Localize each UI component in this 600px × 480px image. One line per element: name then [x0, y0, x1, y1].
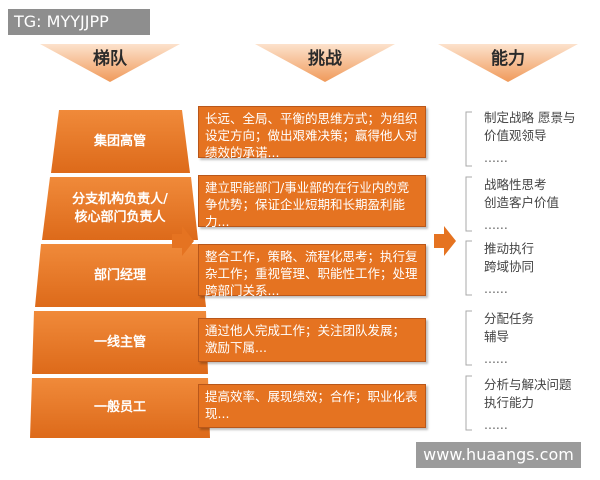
- ability-group-2: 战略性思考 创造客户价值 ......: [484, 176, 559, 234]
- ability-more: ......: [484, 417, 508, 432]
- ability-line: 创造客户价值: [484, 195, 560, 210]
- ability-line: 分析与解决问题: [484, 377, 572, 392]
- ability-group-4: 分配任务 辅导 ......: [484, 310, 534, 368]
- ability-group-3: 推动执行 跨域协同 ......: [484, 240, 534, 298]
- ability-line: 价值观领导: [484, 128, 547, 143]
- ability-line: 执行能力: [484, 395, 535, 410]
- watermark: www.huaangs.com: [416, 442, 581, 468]
- tier-shape-1: [51, 110, 190, 173]
- abilities-header-chevron: [438, 44, 578, 82]
- ability-line: 制定战略 愿景与: [484, 110, 576, 125]
- challenge-box-5: 提高效率、展现绩效；合作；职业化表现...: [198, 384, 426, 428]
- tier-label-4: 一线主管: [93, 334, 146, 350]
- ability-brackets: [465, 111, 472, 431]
- ability-line: 辅导: [484, 329, 510, 344]
- tiers-header-chevron: [40, 44, 180, 82]
- tier-shape-5: [30, 378, 210, 438]
- ability-more: ......: [484, 351, 508, 366]
- ability-group-1: 制定战略 愿景与 价值观领导 ......: [484, 109, 575, 167]
- tier-label-2: 分支机构负责人/ 核心部门负责人: [72, 191, 168, 225]
- abilities-header: 能力: [491, 49, 525, 69]
- tier-label-1: 集团高管: [93, 133, 146, 149]
- ability-line: 跨域协同: [484, 259, 535, 274]
- ability-more: ......: [484, 217, 508, 232]
- tier-shape-3: [35, 244, 206, 307]
- tier-shape-4: [32, 311, 208, 374]
- tier-label-3: 部门经理: [93, 267, 146, 283]
- ability-line: 分配任务: [484, 311, 535, 326]
- challenges-header: 挑战: [308, 49, 342, 69]
- ability-more: ......: [484, 281, 508, 296]
- ability-line: 推动执行: [484, 241, 535, 256]
- ability-more: ......: [484, 150, 508, 165]
- tier-pyramid: [30, 110, 210, 438]
- challenges-header-chevron: [255, 44, 395, 82]
- tag-label: TG: MYYJJPP: [8, 9, 150, 35]
- challenge-box-2: 建立职能部门/事业部的在行业内的竞争优势；保证企业短期和长期盈利能力...: [198, 175, 426, 229]
- challenge-box-3: 整合工作，策略、流程化思考；执行复杂工作；重视管理、职能性工作；处理跨部门关系.…: [198, 244, 426, 298]
- challenge-box-1: 长远、全局、平衡的思维方式；为组织设定方向；做出艰难决策；赢得他人对绩效的承诺.…: [198, 106, 426, 160]
- arrow-right-icon: [434, 226, 456, 256]
- tier-shape-2: [42, 177, 198, 240]
- challenge-box-4: 通过他人完成工作；关注团队发展； 激励下属...: [198, 318, 426, 362]
- ability-group-5: 分析与解决问题 执行能力 ......: [484, 376, 572, 434]
- arrow-right-icon: [172, 226, 194, 256]
- ability-line: 战略性思考: [484, 177, 547, 192]
- tier-label-5: 一般员工: [93, 400, 146, 415]
- tiers-header: 梯队: [93, 49, 127, 69]
